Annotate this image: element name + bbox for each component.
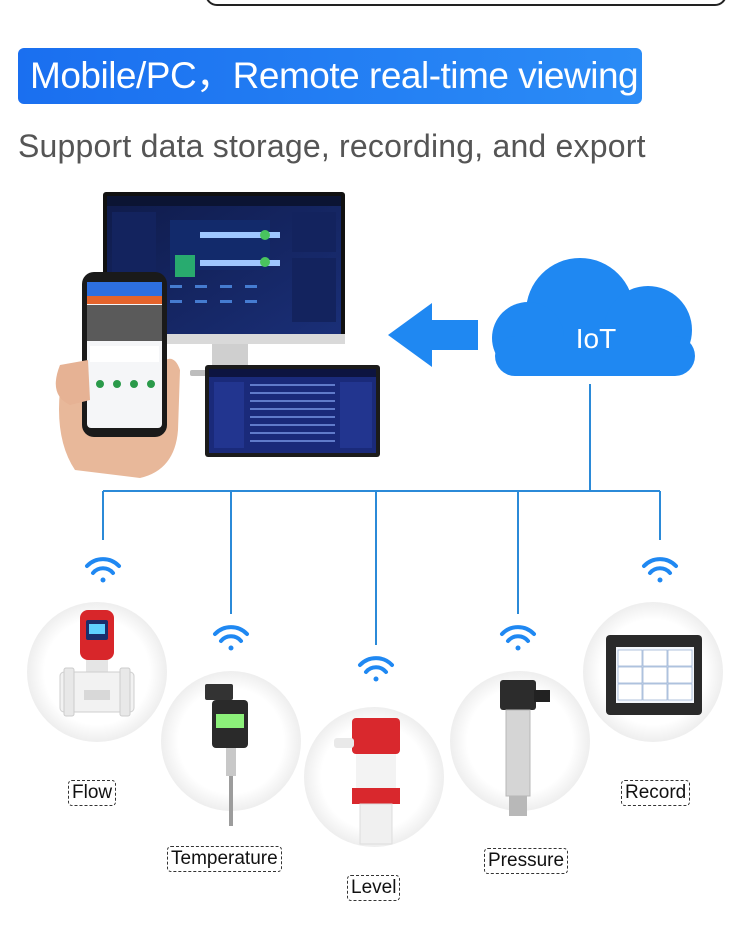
phone-in-hand-image bbox=[55, 272, 180, 478]
wifi-icon bbox=[642, 557, 678, 583]
wifi-icon bbox=[85, 557, 121, 583]
iot-label: IoT bbox=[575, 323, 617, 354]
subtitle: Support data storage, recording, and exp… bbox=[18, 128, 646, 164]
network-lines bbox=[102, 384, 661, 645]
device-label-pressure: Pressure bbox=[484, 848, 569, 874]
wifi-icon bbox=[358, 656, 394, 682]
pressure-transmitter-image bbox=[500, 680, 550, 816]
device-label-temperature: Temperature bbox=[167, 846, 282, 872]
wifi-icon bbox=[500, 625, 536, 651]
recorder-image bbox=[606, 635, 702, 715]
wifi-icon bbox=[213, 625, 249, 651]
data-flow-arrow-icon bbox=[388, 303, 478, 367]
temperature-transmitter-image bbox=[205, 684, 248, 826]
title-banner: Mobile/PC，Remote real-time viewing bbox=[18, 48, 642, 104]
device-label-level: Level bbox=[347, 875, 401, 901]
level-meter-image bbox=[334, 718, 400, 845]
device-label-flow: Flow bbox=[68, 780, 117, 806]
tablet-image bbox=[205, 365, 380, 457]
iot-cloud-icon bbox=[492, 258, 695, 376]
flow-meter-image bbox=[59, 610, 135, 717]
device-label-record: Record bbox=[621, 780, 691, 806]
